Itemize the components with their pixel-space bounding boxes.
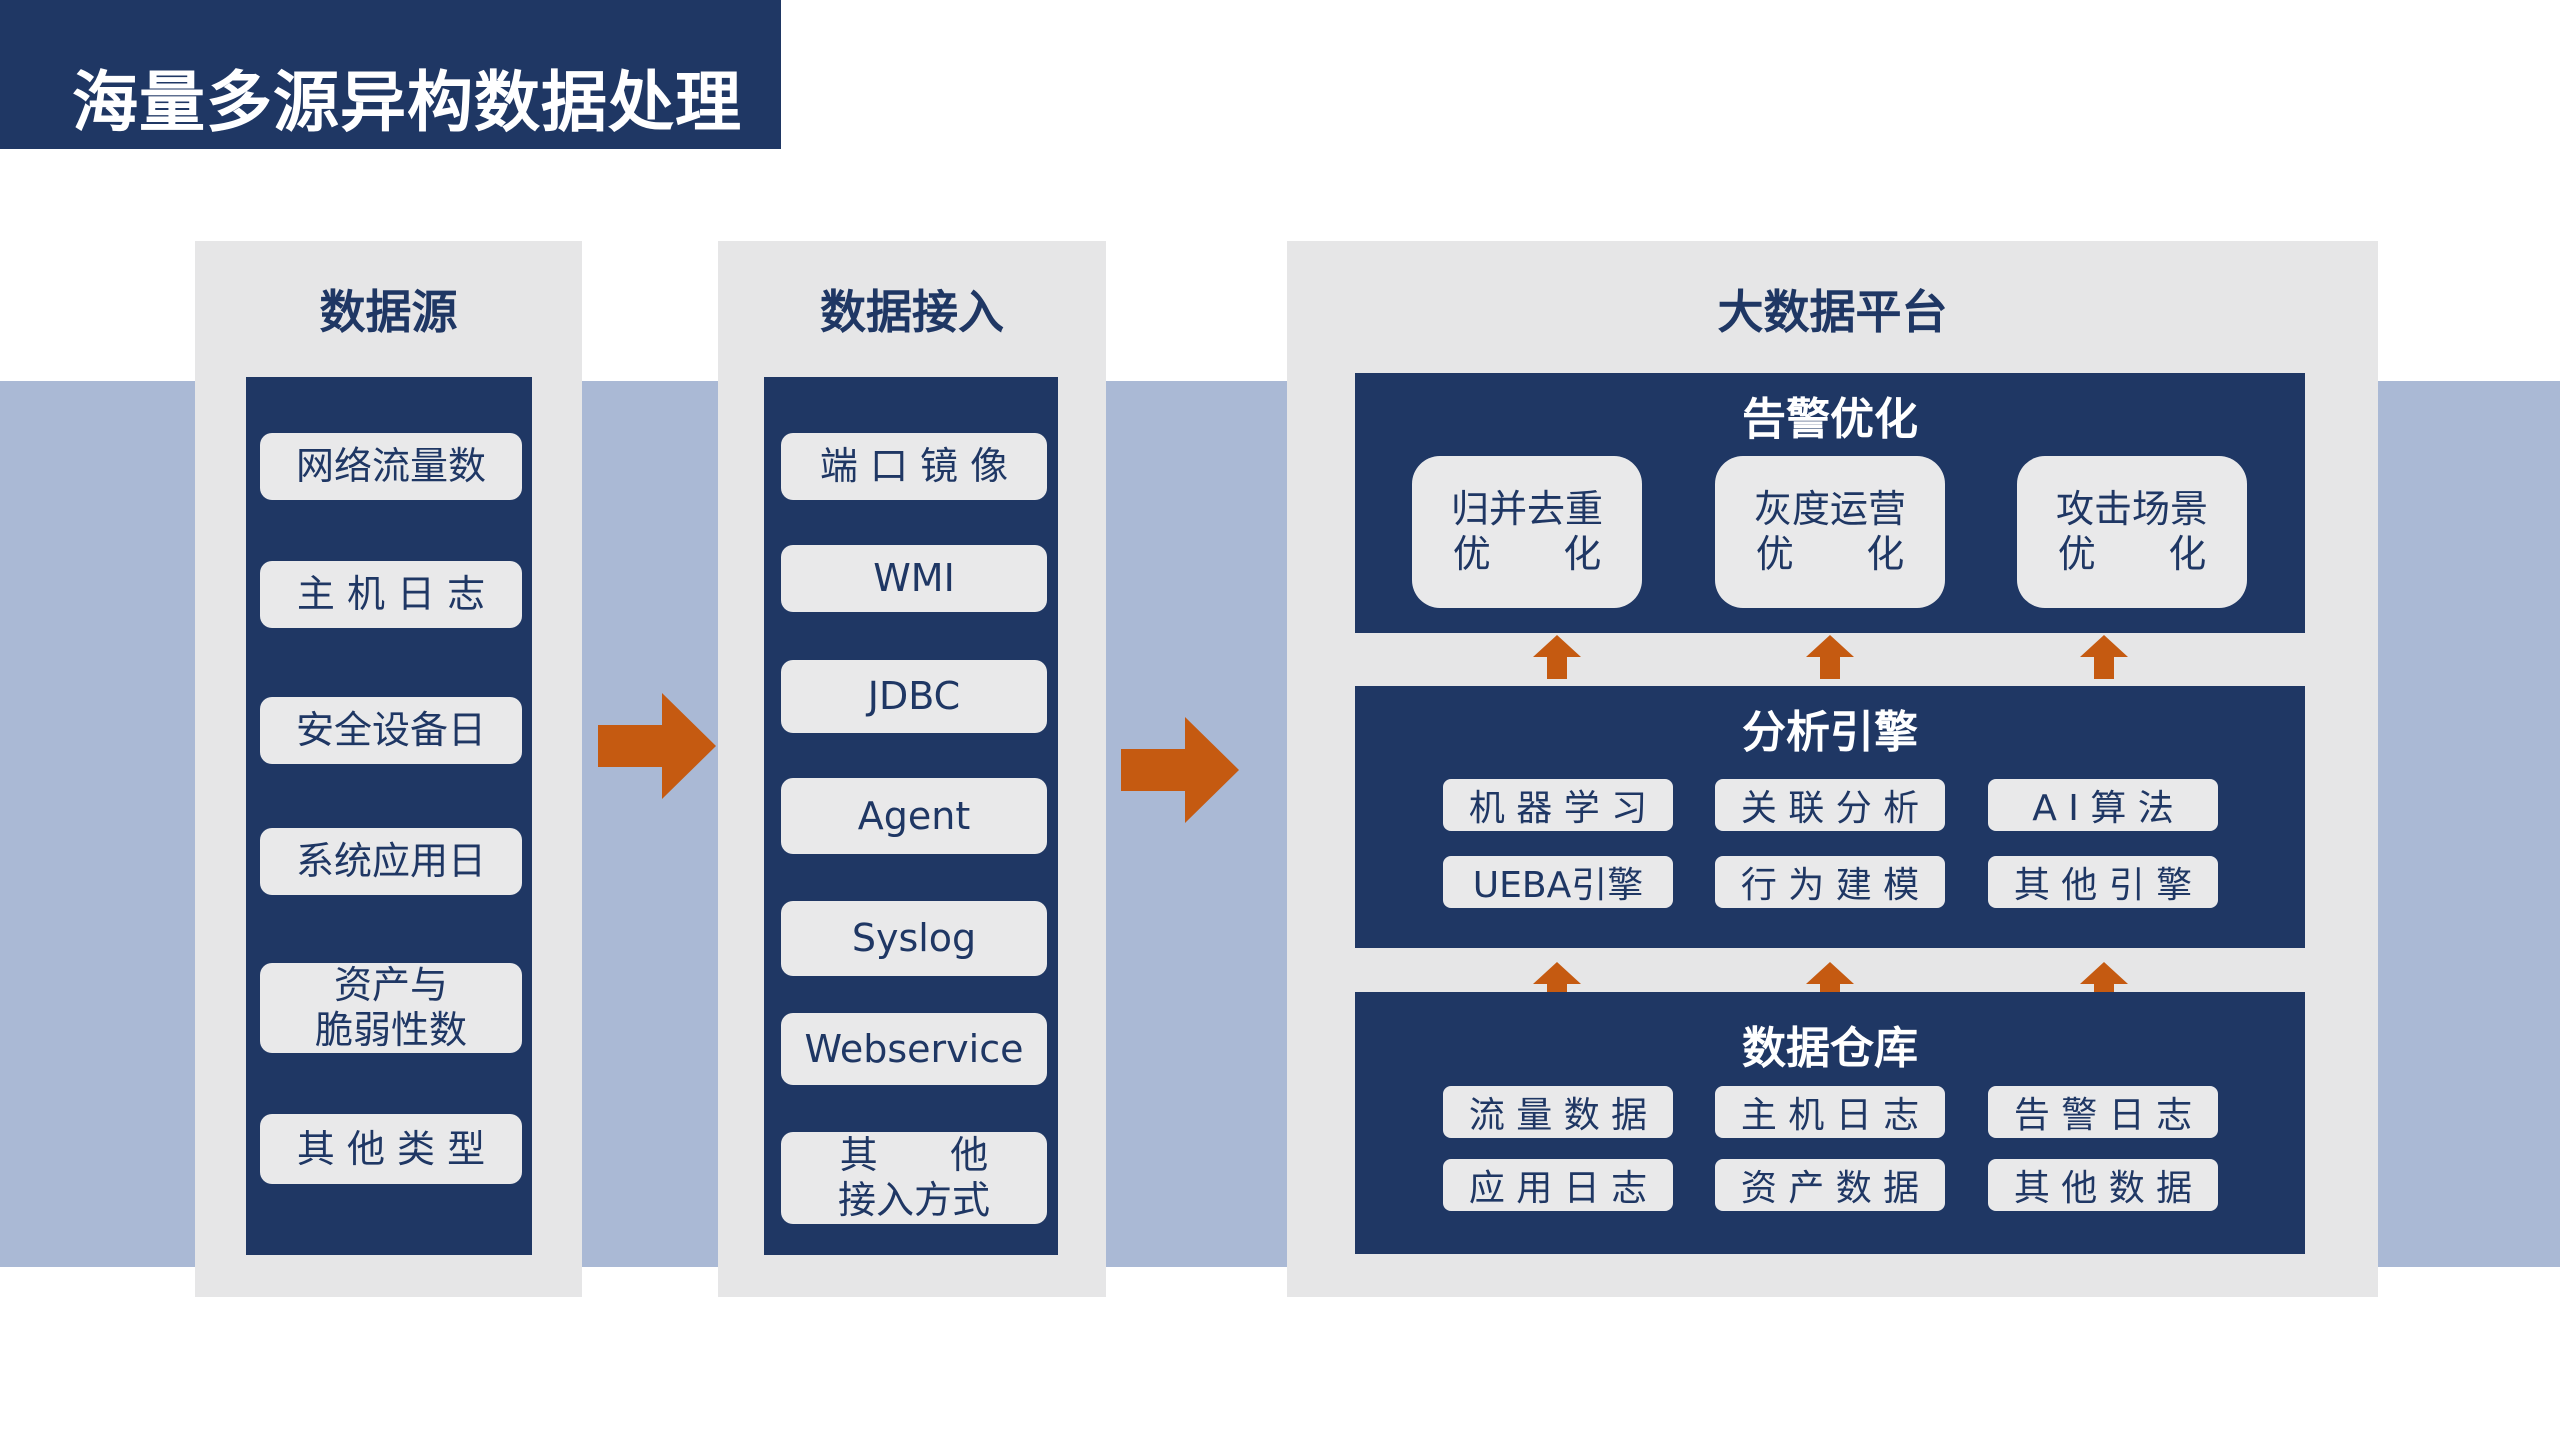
data-source-title: 数据源 xyxy=(319,285,458,339)
alert-opt-attack-scenario: 攻击场景 优 化 xyxy=(2017,456,2247,608)
source-item-network-traffic: 网络流量数 xyxy=(260,433,522,500)
engine-behavior-modeling: 行 为 建 模 xyxy=(1715,856,1945,908)
engine-machine-learning: 机 器 学 习 xyxy=(1443,779,1673,831)
ingest-item-port-mirror: 端 口 镜 像 xyxy=(781,433,1047,500)
title-bar: 海量多源异构数据处理 xyxy=(0,0,781,149)
alert-optimization-block: 告警优化 归并去重 优 化 灰度运营 优 化 攻击场景 优 化 xyxy=(1355,373,2305,633)
data-ingest-column: 端 口 镜 像 WMI JDBC Agent Syslog Webservice… xyxy=(764,377,1058,1255)
alert-opt-dedup: 归并去重 优 化 xyxy=(1412,456,1642,608)
warehouse-alert-log: 告 警 日 志 xyxy=(1988,1086,2218,1138)
up-arrow-2 xyxy=(1806,635,1854,679)
page-title: 海量多源异构数据处理 xyxy=(72,64,742,141)
data-source-panel: 数据源 网络流量数 主 机 日 志 安全设备日 系统应用日 资产与 脆弱性数 其… xyxy=(195,241,582,1297)
source-item-other-types: 其 他 类 型 xyxy=(260,1114,522,1184)
analysis-engine-title: 分析引擎 xyxy=(1742,707,1918,758)
data-source-column: 网络流量数 主 机 日 志 安全设备日 系统应用日 资产与 脆弱性数 其 他 类… xyxy=(246,377,532,1255)
ingest-item-agent: Agent xyxy=(781,778,1047,854)
warehouse-asset-data: 资 产 数 据 xyxy=(1715,1159,1945,1211)
data-ingest-panel: 数据接入 端 口 镜 像 WMI JDBC Agent Syslog Webse… xyxy=(718,241,1106,1297)
source-item-security-device-log: 安全设备日 xyxy=(260,697,522,764)
up-arrow-6 xyxy=(2080,962,2128,1006)
alert-opt-grayscale: 灰度运营 优 化 xyxy=(1715,456,1945,608)
engine-other: 其 他 引 擎 xyxy=(1988,856,2218,908)
source-item-system-app-log: 系统应用日 xyxy=(260,828,522,895)
ingest-item-syslog: Syslog xyxy=(781,901,1047,976)
up-arrow-4 xyxy=(1533,962,1581,1006)
ingest-item-wmi: WMI xyxy=(781,545,1047,612)
ingest-item-other-methods: 其 他 接入方式 xyxy=(781,1132,1047,1224)
data-warehouse-block: 数据仓库 流 量 数 据 主 机 日 志 告 警 日 志 应 用 日 志 资 产… xyxy=(1355,992,2305,1254)
engine-ueba: UEBA引擎 xyxy=(1443,856,1673,908)
warehouse-app-log: 应 用 日 志 xyxy=(1443,1159,1673,1211)
ingest-item-webservice: Webservice xyxy=(781,1013,1047,1085)
source-item-asset-vulnerability: 资产与 脆弱性数 xyxy=(260,963,522,1053)
analysis-engine-block: 分析引擎 机 器 学 习 关 联 分 析 A I 算 法 UEBA引擎 行 为 … xyxy=(1355,686,2305,948)
warehouse-host-log: 主 机 日 志 xyxy=(1715,1086,1945,1138)
big-data-platform-title: 大数据平台 xyxy=(1717,285,1948,339)
data-ingest-title: 数据接入 xyxy=(820,285,1004,339)
warehouse-traffic-data: 流 量 数 据 xyxy=(1443,1086,1673,1138)
engine-correlation-analysis: 关 联 分 析 xyxy=(1715,779,1945,831)
flow-arrow-right-1 xyxy=(598,693,716,799)
alert-optimization-title: 告警优化 xyxy=(1742,394,1918,445)
source-item-host-log: 主 机 日 志 xyxy=(260,561,522,628)
warehouse-other-data: 其 他 数 据 xyxy=(1988,1159,2218,1211)
ingest-item-jdbc: JDBC xyxy=(781,660,1047,733)
data-warehouse-title: 数据仓库 xyxy=(1742,1023,1918,1074)
flow-arrow-right-2 xyxy=(1121,717,1239,823)
up-arrow-5 xyxy=(1806,962,1854,1006)
engine-ai-algorithm: A I 算 法 xyxy=(1988,779,2218,831)
up-arrow-3 xyxy=(2080,635,2128,679)
up-arrow-1 xyxy=(1533,635,1581,679)
